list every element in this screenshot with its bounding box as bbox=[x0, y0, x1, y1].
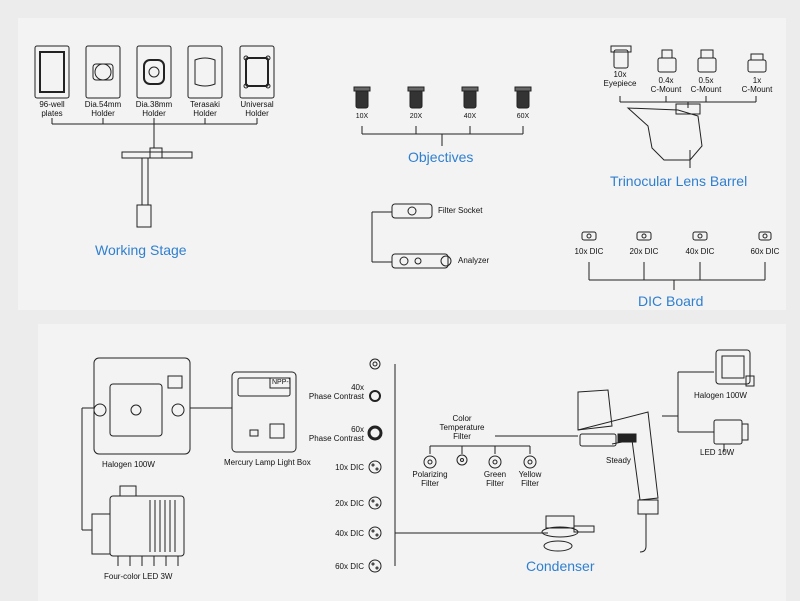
color-temp-filter-icon bbox=[456, 454, 468, 466]
c-mount-05x-label: 0.5x C-Mount bbox=[690, 76, 722, 94]
dic-40x-icon bbox=[692, 231, 708, 241]
holder-terasaki-label: Terasaki Holder bbox=[190, 100, 220, 118]
polarizing-filter-icon bbox=[423, 455, 437, 469]
four-color-led-label: Four-color LED 3W bbox=[104, 572, 173, 581]
holder-terasaki-icon bbox=[187, 45, 223, 99]
holder-universal-icon bbox=[239, 45, 275, 99]
right-source-connectors bbox=[662, 371, 714, 433]
slider-empty-icon bbox=[369, 358, 381, 370]
dic-60x-label: 60x DIC bbox=[750, 247, 780, 256]
holder-96-well-label: 96-well plates bbox=[39, 100, 65, 118]
filter-socket-icon bbox=[391, 203, 433, 219]
condenser-title: Condenser bbox=[526, 558, 595, 574]
led-right-label: LED 10W bbox=[700, 448, 735, 457]
trinocular-connectors bbox=[619, 96, 757, 108]
halogen-lamp-left-icon bbox=[93, 357, 191, 455]
c-mount-1x-icon bbox=[747, 53, 767, 73]
halogen-right-label: Halogen 100W bbox=[694, 391, 747, 400]
objective-20x-label: 20X bbox=[409, 113, 423, 120]
working-stage-connectors bbox=[51, 118, 258, 148]
green-filter-icon bbox=[488, 455, 502, 469]
mercury-box-badge: NPP-I bbox=[272, 379, 291, 386]
objective-60x-icon bbox=[514, 86, 532, 109]
color-temp-label: Color Temperature Filter bbox=[439, 414, 485, 441]
objective-10x-icon bbox=[353, 86, 371, 109]
phase-60x-label: 60x Phase Contrast bbox=[308, 425, 364, 443]
yellow-filter-icon bbox=[523, 455, 537, 469]
dic-slider-60x-label: 60x DIC bbox=[335, 562, 364, 571]
holder-dia38-icon bbox=[136, 45, 172, 99]
c-mount-1x-label: 1x C-Mount bbox=[741, 76, 773, 94]
halogen-left-label: Halogen 100W bbox=[102, 460, 155, 469]
yellow-filter-label: Yellow Filter bbox=[518, 470, 542, 488]
objective-20x-icon bbox=[407, 86, 425, 109]
halogen-right-icon bbox=[715, 349, 755, 387]
holder-dia38-label: Dia.38mm Holder bbox=[135, 100, 173, 118]
objective-40x-label: 40X bbox=[463, 113, 477, 120]
polarizing-filter-label: Polarizing Filter bbox=[412, 470, 448, 488]
holder-dia54-icon bbox=[85, 45, 121, 99]
dic-slider-20x-icon bbox=[368, 496, 382, 510]
dic-slider-40x-icon bbox=[368, 526, 382, 540]
dic-slider-10x-icon bbox=[368, 460, 382, 474]
working-stage-icon bbox=[121, 147, 193, 228]
phase-40x-label: 40x Phase Contrast bbox=[308, 383, 364, 401]
phase-40x-icon bbox=[369, 390, 381, 402]
slider-connectors bbox=[394, 364, 548, 566]
dic-board-title: DIC Board bbox=[638, 293, 704, 309]
analyzer-icon bbox=[391, 253, 452, 269]
green-filter-label: Green Filter bbox=[483, 470, 507, 488]
steady-label: Steady bbox=[606, 456, 631, 465]
dic-60x-icon bbox=[758, 231, 772, 241]
objectives-connectors bbox=[361, 126, 524, 146]
filter-socket-label: Filter Socket bbox=[438, 206, 483, 215]
objectives-title: Objectives bbox=[408, 149, 474, 165]
microscope-body-icon bbox=[577, 389, 659, 553]
trinocular-title: Trinocular Lens Barrel bbox=[610, 173, 748, 189]
dic-slider-60x-icon bbox=[368, 559, 382, 573]
condenser-icon bbox=[541, 515, 595, 552]
working-stage-title: Working Stage bbox=[95, 242, 187, 258]
four-color-led-icon bbox=[91, 485, 185, 566]
mercury-box-icon bbox=[231, 371, 297, 453]
eyepiece-icon bbox=[610, 45, 632, 69]
dic-slider-10x-label: 10x DIC bbox=[335, 463, 364, 472]
dic-slider-20x-label: 20x DIC bbox=[335, 499, 364, 508]
holder-96-well-icon bbox=[34, 45, 70, 99]
dic-20x-icon bbox=[636, 231, 652, 241]
phase-60x-icon bbox=[367, 425, 383, 441]
dic-10x-label: 10x DIC bbox=[574, 247, 604, 256]
led-right-icon bbox=[713, 419, 749, 452]
analyzer-label: Analyzer bbox=[458, 256, 490, 265]
illumination-bottom-panel bbox=[38, 324, 786, 601]
dic-40x-label: 40x DIC bbox=[685, 247, 715, 256]
dic-20x-label: 20x DIC bbox=[629, 247, 659, 256]
dic-10x-icon bbox=[581, 231, 597, 241]
eyepiece-label: 10x Eyepiece bbox=[603, 70, 637, 88]
c-mount-04x-label: 0.4x C-Mount bbox=[650, 76, 682, 94]
left-source-connectors bbox=[81, 407, 232, 531]
objective-40x-icon bbox=[461, 86, 479, 109]
objective-10x-label: 10X bbox=[355, 113, 369, 120]
objective-60x-label: 60X bbox=[516, 113, 530, 120]
trinocular-head-icon bbox=[626, 103, 703, 168]
holder-dia54-label: Dia.54mm Holder bbox=[84, 100, 122, 118]
dic-slider-40x-label: 40x DIC bbox=[335, 529, 364, 538]
holder-universal-label: Universal Holder bbox=[240, 100, 274, 118]
color-filter-connectors bbox=[429, 435, 578, 454]
c-mount-05x-icon bbox=[697, 49, 717, 73]
c-mount-04x-icon bbox=[657, 49, 677, 73]
mercury-box-label: Mercury Lamp Light Box bbox=[224, 458, 311, 467]
dic-connectors bbox=[588, 262, 766, 290]
filter-bracket bbox=[371, 211, 392, 263]
